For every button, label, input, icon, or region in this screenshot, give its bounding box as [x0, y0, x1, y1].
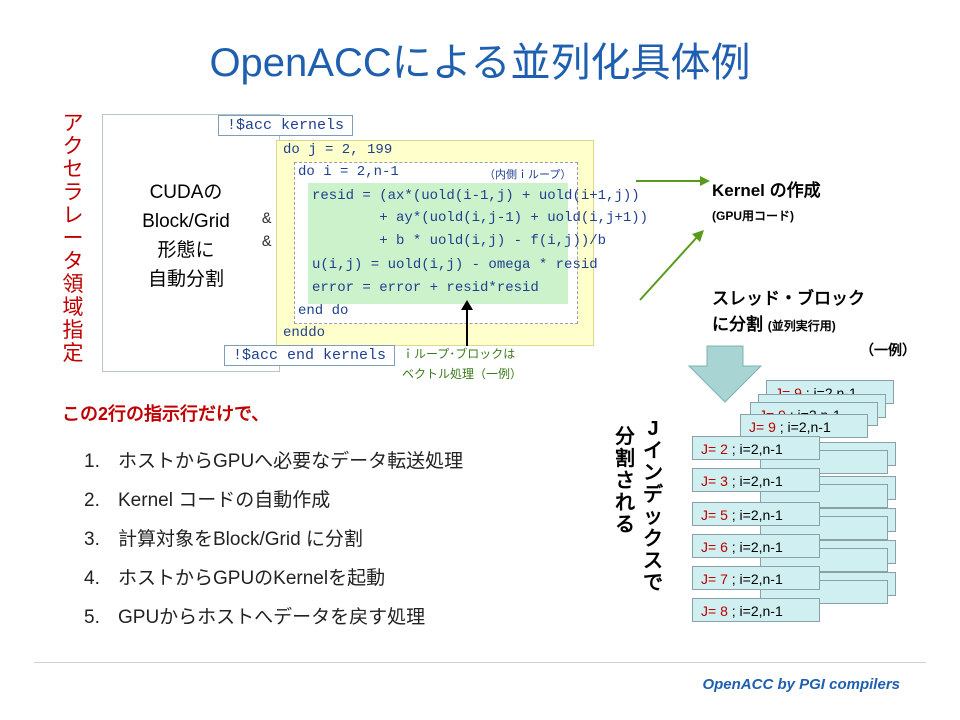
accelerator-region-vertical-label: アクセラレータ領域指定: [62, 112, 84, 365]
vector-processing-note: ｉループ･ブロックは ベクトル処理（一例）: [402, 347, 523, 381]
inner-loop-note: （内側ｉループ）: [484, 169, 572, 181]
inner-do-line: do i = 2,n-1: [298, 164, 399, 180]
loop-body-block: [308, 183, 568, 304]
resid-line-3: + b * uold(i,j) - f(i,j))/b: [312, 233, 607, 249]
vector-note-arrow: [461, 300, 473, 346]
end-do-line: end do: [298, 303, 349, 319]
feature-list: 1.ホストからGPUへ必要なデータ転送処理 2.Kernel コードの自動作成 …: [84, 446, 463, 641]
list-item: 4.ホストからGPUのKernelを起動: [84, 568, 386, 589]
accelerator-region-box: [102, 114, 280, 372]
kernel-sub-label: (GPU用コード): [712, 209, 794, 223]
acc-kernels-directive: !$acc kernels: [218, 115, 354, 136]
directive-heading: この2行の指示行だけで、: [62, 404, 270, 424]
card-j5: J= 5 ; i=2,n-1: [692, 502, 820, 526]
card-j3: J= 3 ; i=2,n-1: [692, 468, 820, 492]
cuda-block-grid-text: CUDAの Block/Grid 形態に 自動分割: [142, 182, 230, 290]
resid-line-1: resid = (ax*(uold(i-1,j) + uold(i+1,j)): [312, 188, 640, 204]
list-item: 5.GPUからホストへデータを戻す処理: [84, 607, 426, 628]
error-line: error = error + resid*resid: [312, 280, 539, 296]
list-item: 2.Kernel コードの自動作成: [84, 490, 331, 511]
ampersand-1: &: [262, 210, 272, 228]
kernel-label: Kernel の作成: [712, 181, 821, 200]
thread-example-label: （一例）: [860, 342, 916, 358]
thread-block-label-2: に分割 (並列実行用): [712, 315, 836, 334]
footer-divider: [34, 662, 926, 663]
footer-text: OpenACC by PGI compilers: [702, 676, 900, 693]
ampersand-2: &: [262, 233, 272, 251]
big-down-arrow: [687, 345, 763, 403]
resid-line-2: + ay*(uold(i,j-1) + uold(i,j+1)): [312, 210, 649, 226]
list-item: 3.計算対象をBlock/Grid に分割: [84, 529, 363, 550]
card-j7: J= 7 ; i=2,n-1: [692, 566, 820, 590]
enddo-line: enddo: [283, 325, 326, 341]
outer-do-line: do j = 2, 199: [283, 142, 393, 158]
slide-title: OpenACCによる並列化具体例: [209, 41, 751, 85]
card-j8: J= 8 ; i=2,n-1: [692, 598, 820, 622]
u-update-line: u(i,j) = uold(i,j) - omega * resid: [312, 257, 598, 273]
card-j9: J= 9 ; i=2,n-1: [740, 414, 868, 438]
card-j2: J= 2 ; i=2,n-1: [692, 436, 820, 460]
card-j6: J= 6 ; i=2,n-1: [692, 534, 820, 558]
green-arrows: [636, 176, 710, 301]
acc-end-kernels-directive: !$acc end kernels: [224, 345, 396, 366]
split-vertical-text: 分割される: [615, 426, 635, 536]
thread-block-label-1: スレッド・ブロック: [712, 289, 865, 308]
list-item: 1.ホストからGPUへ必要なデータ転送処理: [84, 451, 464, 472]
